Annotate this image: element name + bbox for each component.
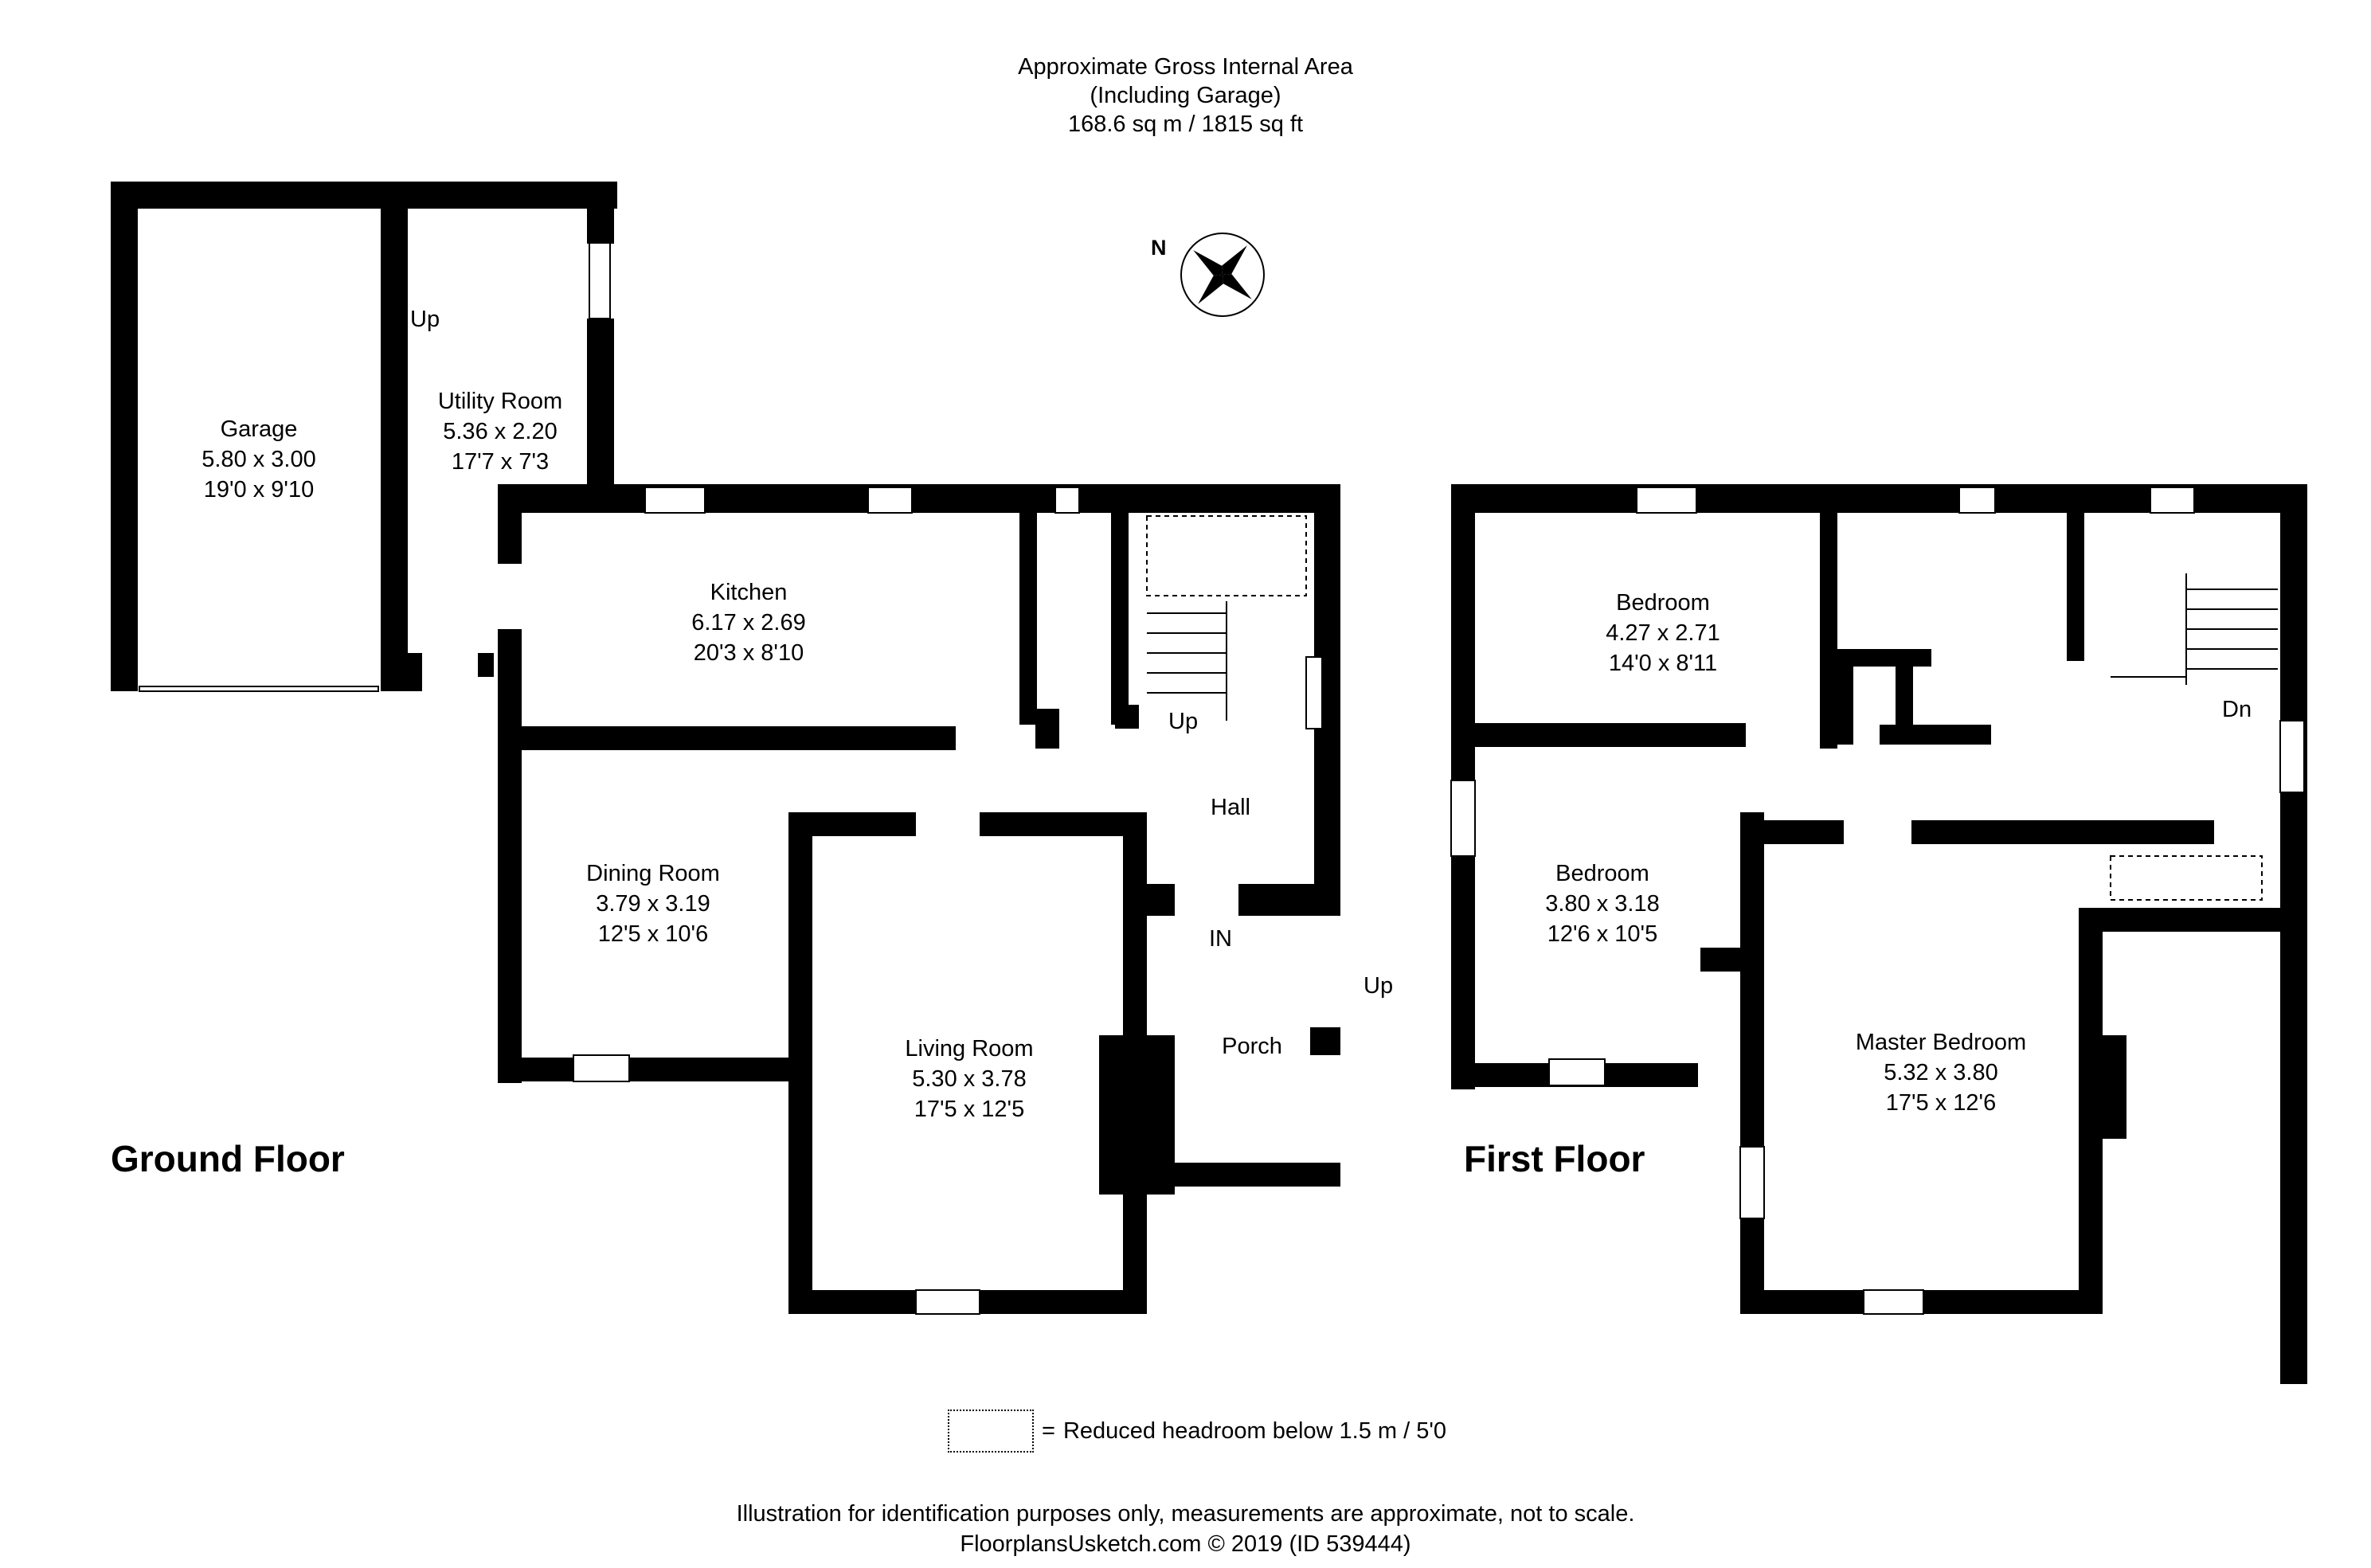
windows: [139, 242, 2305, 1315]
room-bedroom-2: Bedroom 4.27 x 2.71 14'0 x 8'11: [1606, 590, 1720, 676]
legend: = Reduced headroom below 1.5 m / 5'0: [948, 1410, 1446, 1453]
header-title: Approximate Gross Internal Area: [1018, 54, 1353, 80]
room-hall: Hall: [1211, 795, 1250, 820]
room-living: Living Room 5.30 x 3.78 17'5 x 12'5: [905, 1036, 1034, 1122]
header-area: 168.6 sq m / 1815 sq ft: [1067, 111, 1303, 137]
reduced-headroom-swatch: [948, 1410, 1034, 1453]
room-garage: Garage 5.80 x 3.00 19'0 x 9'10: [201, 416, 316, 502]
utility-step-label: Up: [410, 307, 440, 332]
compass-north-label: N: [1151, 236, 1167, 260]
legend-equals: =: [1042, 1417, 1055, 1444]
room-porch: Porch: [1222, 1034, 1282, 1059]
footer: Illustration for identification purposes…: [0, 1499, 2371, 1559]
legend-text: Reduced headroom below 1.5 m / 5'0: [1062, 1417, 1447, 1444]
header-subtitle: (Including Garage): [1090, 83, 1281, 108]
compass-rose-icon: [1180, 233, 1265, 317]
room-utility: Utility Room 5.36 x 2.20 17'7 x 7'3: [437, 389, 563, 475]
credit: FloorplansUsketch.com © 2019 (ID 539444): [960, 1531, 1411, 1557]
ground-floor-walls: [111, 182, 1340, 1314]
entrance-label: IN: [1209, 926, 1232, 952]
first-floor-title: First Floor: [1464, 1138, 1645, 1179]
porch-step-label: Up: [1364, 973, 1394, 999]
room-dining: Dining Room 3.79 x 3.19 12'5 x 10'6: [586, 861, 720, 947]
room-master-bedroom: Master Bedroom 5.32 x 3.80 17'5 x 12'6: [1855, 1030, 2027, 1116]
stairs-down-label: Dn: [2222, 697, 2252, 722]
room-bedroom-3: Bedroom 3.80 x 3.18 12'6 x 10'5: [1545, 861, 1660, 947]
reduced-headroom-areas: [1146, 515, 2263, 901]
disclaimer: Illustration for identification purposes…: [736, 1501, 1635, 1527]
gross-area-header: Approximate Gross Internal Area (Includi…: [0, 53, 2371, 139]
stairs-up-label: Up: [1168, 709, 1199, 734]
room-kitchen: Kitchen 6.17 x 2.69 20'3 x 8'10: [691, 580, 806, 666]
stair-treads: [1147, 573, 2278, 721]
ground-floor-title: Ground Floor: [111, 1138, 345, 1179]
